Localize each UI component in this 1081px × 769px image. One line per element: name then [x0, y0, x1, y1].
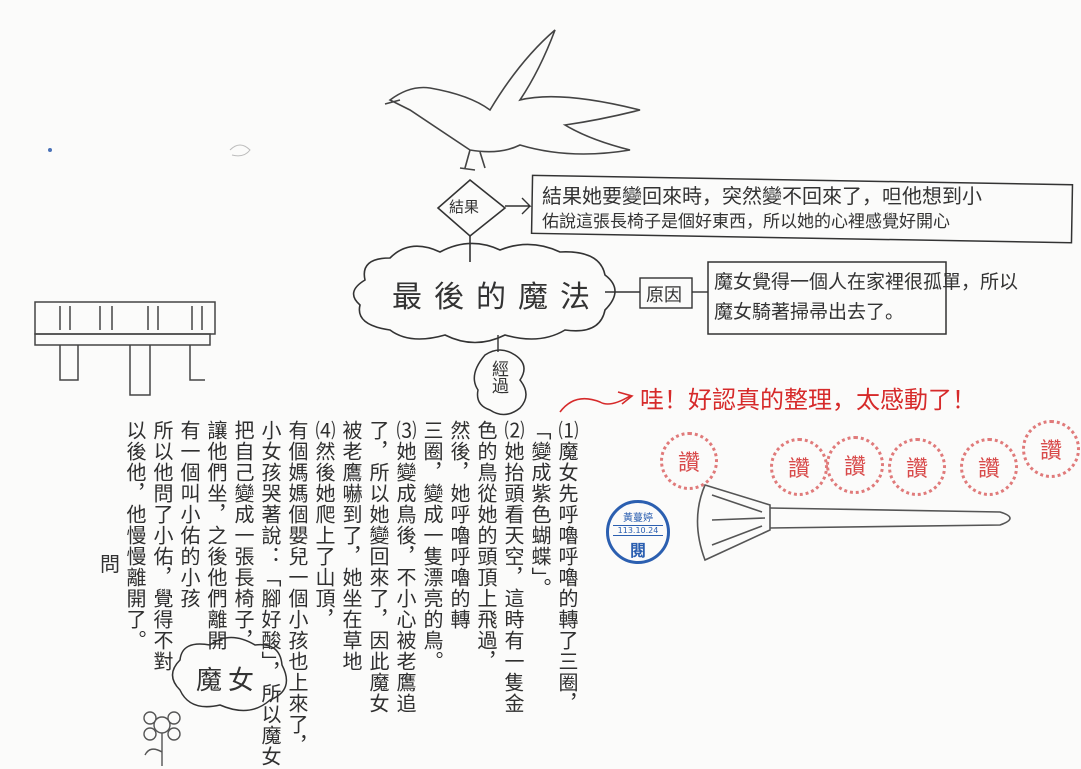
process-column: 所以他問了小佑，覺得不對 — [150, 420, 174, 672]
bench-drawing — [34, 301, 216, 396]
witch-cloud — [171, 636, 288, 712]
teacher-comment: 哇！好認真的整理，太感動了！ — [640, 386, 976, 414]
process-column: 色的鳥從她的頭頂上飛過， — [474, 420, 498, 672]
result-tag: 結果 — [449, 198, 480, 216]
reason-line-2: 魔女騎著掃帚出去了。 — [714, 301, 905, 323]
seal-name: 黃蔓婷 — [623, 513, 653, 524]
process-column: 把自己變成一張長椅子， — [231, 420, 255, 651]
reason-tag-box — [639, 277, 693, 309]
page-title: 最後的魔法 — [392, 280, 602, 315]
praise-stamp: 讚 — [660, 432, 718, 490]
question-mark-note: 問 — [100, 552, 120, 576]
witch-label: 魔女 — [196, 666, 261, 696]
praise-stamp: 讚 — [770, 438, 828, 496]
process-column: 有一個叫小佑的小孩 — [177, 420, 201, 609]
process-column: 小女孩哭著說：「腳好酸」，所以魔女 — [258, 420, 282, 767]
praise-stamp: 讚 — [960, 438, 1018, 496]
result-line-2: 佑說這張長椅子是個好東西，所以她的心裡感覺好開心 — [542, 212, 950, 232]
process-column: 有個媽媽個嬰兒一個小孩也上來了， — [285, 420, 309, 756]
flower-drawing — [143, 711, 181, 766]
broom-drawing — [696, 484, 1011, 562]
reason-line-1: 魔女覺得一個人在家裡很孤單，所以 — [714, 271, 1019, 293]
process-column: 三圈，變成一隻漂亮的鳥。 — [420, 420, 444, 672]
process-column: ⑶她變成鳥後，不小心被老鷹追 — [393, 420, 417, 714]
result-line-1: 結果她要變回來時，突然變不回來了，呾他想到小 — [542, 184, 982, 208]
process-column: ⑴魔女先呼嚕呼嚕的轉了三圈， — [555, 420, 579, 714]
praise-stamp: 讚 — [888, 438, 946, 496]
praise-stamp: 讚 — [1022, 420, 1080, 478]
seal-date: 113.10.24 — [613, 525, 663, 536]
reason-box — [707, 261, 947, 335]
process-column: 然後，她呼嚕呼嚕的轉 — [447, 420, 471, 630]
praise-stamp: 讚 — [826, 436, 884, 494]
process-tag: 經過 — [488, 360, 508, 394]
title-cloud — [352, 242, 616, 344]
result-box — [530, 174, 1074, 244]
process-column: ⑷然後她爬上了山頂， — [312, 420, 336, 630]
process-cloud — [473, 349, 527, 416]
comment-arrow — [559, 391, 634, 413]
process-column: 了，所以她變回來了，因此魔女 — [366, 420, 390, 714]
process-column: 「變成紫色蝴蝶」。 — [528, 420, 552, 599]
process-column: 以後他，他慢慢離開了。 — [123, 420, 147, 651]
process-column: 被老鷹嚇到了，她坐在草地 — [339, 420, 363, 672]
seal-mark: 閱 — [629, 541, 646, 560]
teacher-seal: 黃蔓婷 113.10.24 閱 — [606, 500, 670, 564]
process-column: 讓他們坐，之後他們離開 — [204, 420, 228, 651]
reason-tag: 原因 — [646, 285, 682, 306]
process-column: ⑵她抬頭看天空，這時有一隻金 — [501, 420, 525, 714]
bird-drawing — [384, 29, 641, 171]
